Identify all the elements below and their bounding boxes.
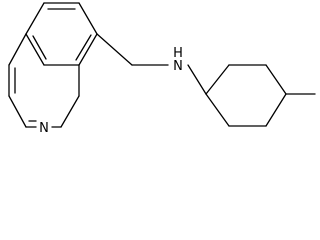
bond — [8, 33, 27, 66]
bond — [205, 93, 230, 127]
atom-label-ring-nitrogen: N — [39, 121, 49, 136]
bond — [187, 64, 207, 95]
bond — [25, 2, 45, 35]
bond — [265, 93, 287, 127]
molecule-structure: N H N — [8, 2, 316, 136]
double-bond-inner — [75, 34, 92, 61]
bond — [8, 95, 27, 128]
bond — [96, 33, 133, 66]
cyclohexane-ring — [205, 64, 287, 127]
bond — [78, 2, 98, 35]
quinoline-benzene-ring — [25, 2, 98, 66]
atom-label-amine-hydrogen: H — [173, 46, 183, 61]
methylene-linker — [96, 33, 207, 95]
bond — [265, 64, 287, 95]
quinoline-pyridine-ring — [8, 33, 80, 128]
bond — [25, 33, 45, 66]
atom-label-amine-nitrogen: N — [173, 59, 183, 74]
bond — [205, 64, 230, 95]
bond — [60, 95, 80, 128]
double-bond-inner — [32, 35, 47, 60]
bond — [78, 33, 98, 66]
